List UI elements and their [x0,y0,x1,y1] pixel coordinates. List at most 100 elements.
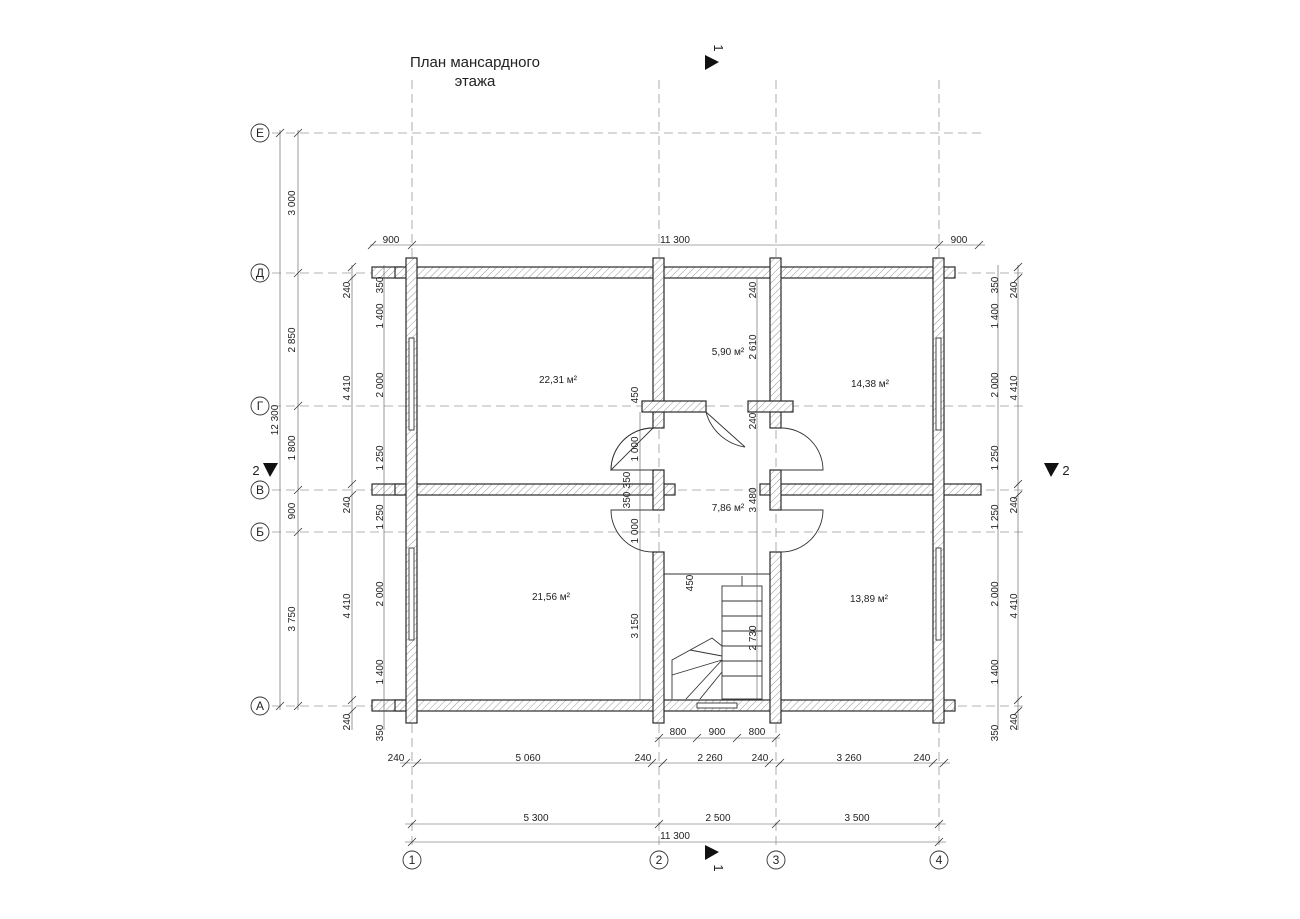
svg-text:3 750: 3 750 [287,606,298,631]
bottom-dimensions: 800 900 800 240 5 060 240 2 260 240 3 26… [388,727,950,847]
svg-text:350: 350 [990,724,1001,741]
svg-text:3 500: 3 500 [844,813,869,824]
section-markers: 1 1 2 2 [252,44,1069,871]
svg-text:240: 240 [342,713,353,730]
staircase [664,573,770,700]
axis-bubbles-letters: Е Д Г В Б А [250,123,270,716]
svg-text:3 480: 3 480 [748,487,759,512]
svg-text:900: 900 [951,235,968,246]
svg-text:2 730: 2 730 [748,625,759,650]
svg-text:240: 240 [1009,281,1020,298]
svg-text:1 400: 1 400 [990,303,1001,328]
svg-text:240: 240 [1009,496,1020,513]
svg-text:3 150: 3 150 [630,613,641,638]
svg-text:2: 2 [656,853,663,867]
svg-text:3 000: 3 000 [287,190,298,215]
svg-text:800: 800 [670,727,687,738]
right-dimensions: 350 1 400 2 000 1 250 1 250 2 000 1 400 … [990,262,1023,741]
room-area-se: 13,89 м² [850,594,889,605]
svg-text:1 000: 1 000 [630,518,641,543]
svg-text:900: 900 [709,727,726,738]
svg-text:1 250: 1 250 [990,445,1001,470]
svg-text:1 400: 1 400 [375,303,386,328]
svg-text:800: 800 [749,727,766,738]
svg-text:Б: Б [256,525,264,539]
walls [371,257,982,724]
svg-text:4 410: 4 410 [342,375,353,400]
section-1-bottom-arrow-icon [705,845,719,860]
svg-text:1 250: 1 250 [375,504,386,529]
svg-text:1 250: 1 250 [375,445,386,470]
svg-text:450: 450 [630,386,641,403]
svg-text:240: 240 [914,753,931,764]
svg-text:2 260: 2 260 [697,753,722,764]
room-area-ne: 14,38 м² [851,379,890,390]
svg-text:1 400: 1 400 [375,659,386,684]
svg-text:240: 240 [748,281,759,298]
svg-text:2 000: 2 000 [375,372,386,397]
svg-text:240: 240 [752,753,769,764]
svg-text:1 400: 1 400 [990,659,1001,684]
section-2-left-arrow-icon [263,463,278,477]
section-1-top-arrow-icon [705,55,719,70]
section-2-right-arrow-icon [1044,463,1059,477]
svg-text:450: 450 [685,574,696,591]
svg-text:4: 4 [936,853,943,867]
svg-text:240: 240 [342,496,353,513]
top-dimension-line: 900 11 300 900 [367,235,985,250]
svg-text:4 410: 4 410 [1009,593,1020,618]
windows [408,337,942,709]
svg-text:240: 240 [342,281,353,298]
svg-text:900: 900 [287,502,298,519]
svg-text:Г: Г [257,399,264,413]
svg-text:5 300: 5 300 [523,813,548,824]
svg-text:1: 1 [711,44,726,51]
svg-text:1 250: 1 250 [990,504,1001,529]
svg-text:350: 350 [375,276,386,293]
svg-text:Е: Е [256,126,264,140]
interior-dimensions: 450 1 000 350 350 1 000 3 150 450 240 2 … [622,278,759,700]
svg-text:240: 240 [748,412,759,429]
room-area-center-top: 5,90 м² [712,347,745,358]
svg-text:1 800: 1 800 [287,435,298,460]
svg-text:240: 240 [635,753,652,764]
svg-text:350: 350 [375,724,386,741]
svg-text:2 000: 2 000 [375,581,386,606]
svg-text:4 410: 4 410 [1009,375,1020,400]
svg-text:Д: Д [256,266,264,280]
svg-text:2 610: 2 610 [748,334,759,359]
svg-text:240: 240 [388,753,405,764]
svg-text:2: 2 [252,463,259,478]
axis-bubbles-numbers: 1 2 3 4 [402,850,949,870]
plan-title-line2: этажа [455,73,496,90]
plan-title: План мансардного [410,54,540,71]
svg-text:350: 350 [622,471,633,488]
room-area-sw: 21,56 м² [532,592,571,603]
svg-text:5 060: 5 060 [515,753,540,764]
svg-text:2: 2 [1062,463,1069,478]
svg-text:350: 350 [990,276,1001,293]
left-dimensions: 12 300 3 000 2 850 1 800 900 3 750 240 4… [270,128,386,741]
svg-text:4 410: 4 410 [342,593,353,618]
svg-text:1: 1 [409,853,416,867]
svg-text:1 000: 1 000 [630,436,641,461]
room-areas: 22,31 м² 5,90 м² 14,38 м² 7,86 м² 21,56 … [532,347,890,605]
svg-text:А: А [256,699,264,713]
svg-text:3 260: 3 260 [836,753,861,764]
svg-text:2 000: 2 000 [990,581,1001,606]
svg-text:240: 240 [1009,713,1020,730]
svg-text:2 500: 2 500 [705,813,730,824]
svg-text:В: В [256,483,264,497]
svg-text:3: 3 [773,853,780,867]
svg-text:11 300: 11 300 [660,831,690,842]
svg-text:1: 1 [711,864,726,871]
doors [610,411,824,553]
room-area-nw: 22,31 м² [539,375,578,386]
svg-text:350: 350 [622,491,633,508]
room-area-hall: 7,86 м² [712,503,745,514]
svg-text:12 300: 12 300 [270,404,281,435]
svg-text:2 000: 2 000 [990,372,1001,397]
svg-text:900: 900 [383,235,400,246]
svg-text:11 300: 11 300 [660,235,690,246]
